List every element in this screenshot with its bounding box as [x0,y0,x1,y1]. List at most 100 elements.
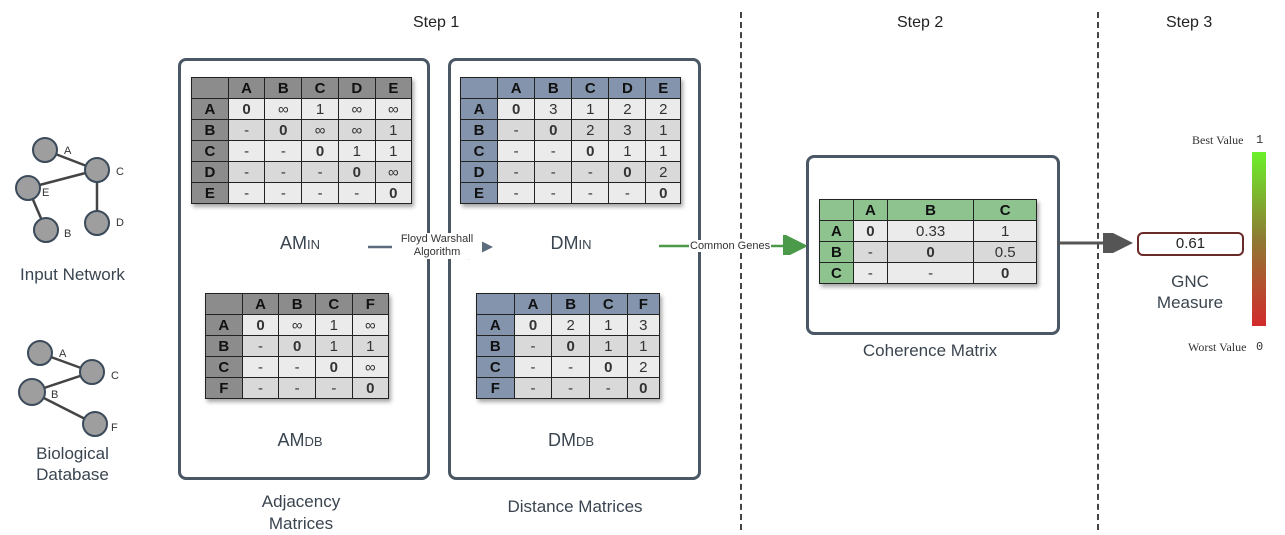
floyd-line1: Floyd Warshall [400,233,474,245]
matrix-cell: - [227,140,266,162]
db-label-c: C [111,370,119,382]
matrix-row: E----0 [459,182,681,204]
matrix-cell: ∞ [278,314,317,336]
matrix-column-header: E [645,77,681,99]
matrix-cell: 0 [374,182,413,204]
database-label-line1: Biological [36,444,109,463]
matrix-row-header: F [205,377,243,399]
matrix-cell: - [497,140,536,162]
worst-value-number: 0 [1256,340,1264,354]
matrix-cell: - [534,161,573,183]
matrix-column-header: F [351,293,390,315]
matrix-cell: 0 [608,161,647,183]
matrix-column-header: C [973,199,1037,221]
matrix-cell: 0 [973,262,1037,284]
matrix-row: C--0 [819,262,1037,284]
matrix-cell: 1 [374,119,413,141]
matrix-row-header: B [191,119,229,141]
matrix-cell: - [241,356,280,378]
matrix-cell: ∞ [374,98,413,120]
matrix-column-header: A [497,77,536,99]
matrix-cell: 0 [227,98,266,120]
adjacency-caption-line1: Adjacency [261,492,341,511]
db-label-a: A [59,348,67,360]
step-divider-1 [740,12,742,530]
db-node-b [18,378,46,406]
matrix-cell: - [278,356,317,378]
database-graph: A C B F [18,340,119,437]
matrix-cell: - [227,161,266,183]
matrix-cell: 0 [588,356,628,378]
matrix-cell: 1 [571,98,610,120]
matrix-cell: 1 [374,140,413,162]
matrix-cell: 0 [315,356,353,378]
matrix-cell: 0 [513,314,553,336]
database-label-line2: Database [36,465,109,484]
matrix-cell: - [264,161,303,183]
matrix-cell: 0.5 [973,241,1037,263]
db-node-a [27,340,53,366]
matrix-cell: 1 [315,314,353,336]
matrix-cell: ∞ [351,356,390,378]
matrix-column-header: C [301,77,339,99]
matrix-cell: ∞ [374,161,413,183]
node-label-c: C [116,166,124,178]
gnc-value-box: 0.61 [1137,232,1244,256]
am-db-label: AMDB [277,430,323,450]
matrix-cell: - [241,335,280,357]
graph-node-b [33,217,59,243]
matrix-cell: 0 [626,377,661,399]
matrix-row-header: B [819,241,854,263]
matrix-cell: - [264,140,303,162]
matrix-column-header: C [571,77,610,99]
coherence-caption: Coherence Matrix [862,341,998,360]
matrix-cell: - [588,377,628,399]
matrix-cell: - [571,161,610,183]
matrix-row: B-0∞∞1 [191,119,413,141]
matrix-corner [819,199,854,221]
step-2-heading: Step 2 [897,14,944,31]
distance-caption: Distance Matrices [507,497,643,516]
matrix-cell: ∞ [351,314,390,336]
matrix-column-header: D [608,77,647,99]
node-label-a: A [64,145,72,157]
matrix-cell: 0.33 [886,220,975,242]
database-label: Biological Database [10,443,135,485]
am-in-label: AMIN [280,233,320,253]
matrix-cell: 0 [645,182,681,204]
matrix-cell: - [551,356,590,378]
step-divider-2 [1097,12,1099,530]
step-1-heading: Step 1 [413,14,460,31]
matrix-column-header: D [337,77,376,99]
matrix-cell: - [534,140,573,162]
matrix-cell: 1 [337,140,376,162]
matrix-cell: 1 [645,119,681,141]
matrix-row: C--0∞ [205,356,390,378]
matrix-cell: 2 [645,98,681,120]
matrix-row-header: C [205,356,243,378]
matrix-column-header: B [278,293,317,315]
matrix-column-header: B [534,77,573,99]
matrix-row-header: A [476,314,515,336]
matrix-cell: 2 [608,98,647,120]
matrix-cell: 3 [608,119,647,141]
gnc-color-scale [1252,152,1266,326]
matrix-cell: 0 [571,140,610,162]
matrix-row-header: F [476,377,515,399]
graph-node-e [15,175,41,201]
matrix-corner [476,293,515,315]
matrix-cell: 0 [337,161,376,183]
gnc-label-line2: Measure [1156,293,1224,312]
node-label-d: D [116,217,124,229]
matrix-cell: 0 [534,119,573,141]
matrix-cell: ∞ [337,98,376,120]
